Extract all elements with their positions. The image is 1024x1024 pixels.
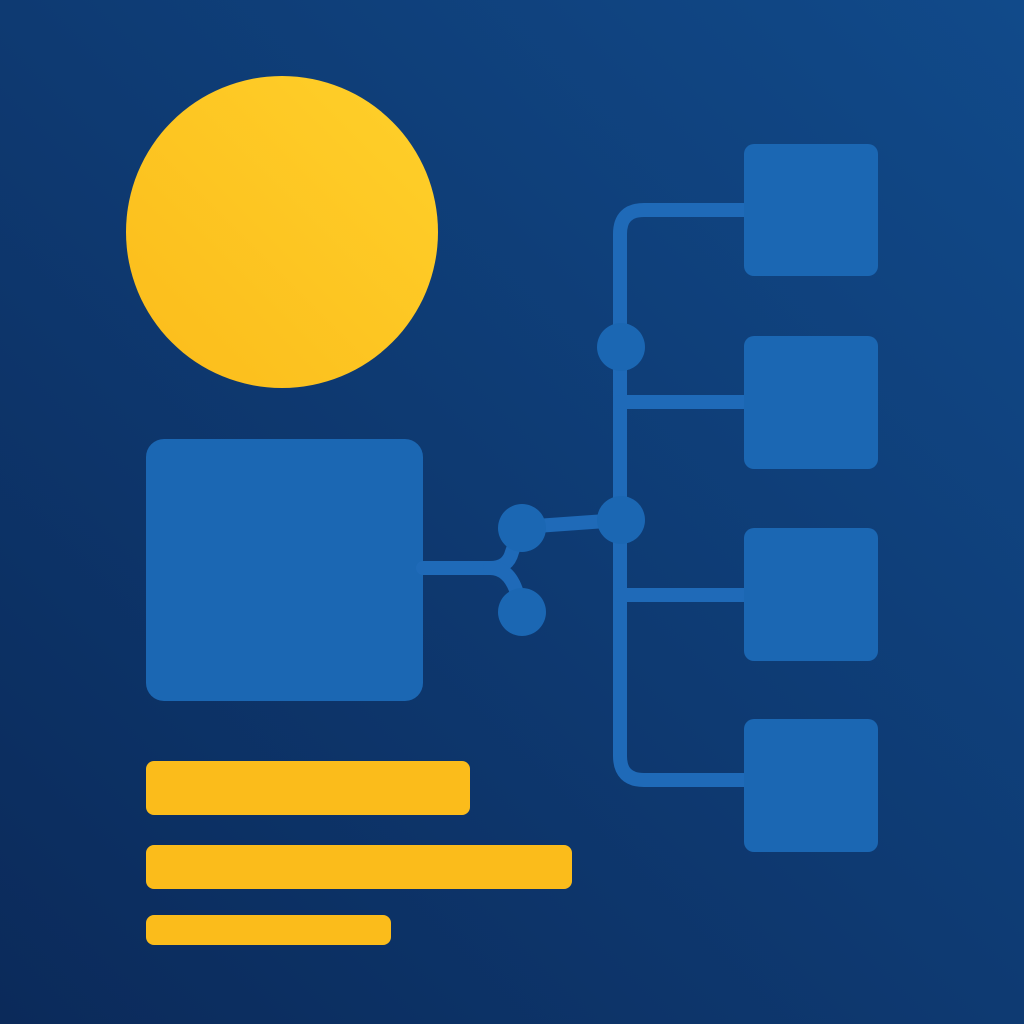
avatar-head-icon (126, 76, 438, 388)
tree-nodes (744, 144, 878, 852)
tree-node-3 (744, 528, 878, 661)
info-line-3 (146, 915, 391, 945)
junction-dot-top (597, 323, 645, 371)
tree-node-1 (744, 144, 878, 276)
junction-dot-trunk (597, 496, 645, 544)
junction-dot-lower (498, 588, 546, 636)
avatar-body-block (146, 439, 423, 701)
tree-node-2 (744, 336, 878, 469)
junction-dots (498, 323, 645, 636)
junction-dot-left (498, 504, 546, 552)
info-line-1 (146, 761, 470, 815)
trunk-line (613, 203, 751, 787)
info-lines (146, 761, 572, 945)
info-line-2 (146, 845, 572, 889)
tree-node-4 (744, 719, 878, 852)
